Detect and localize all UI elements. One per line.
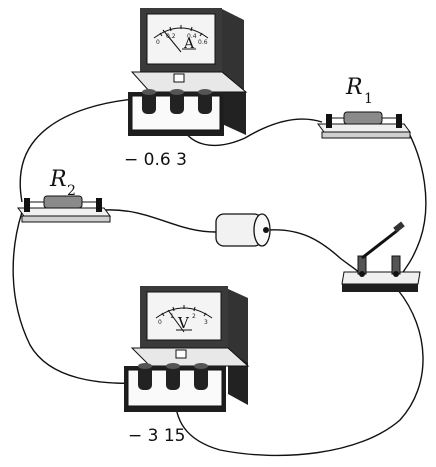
r1-label: R <box>345 75 363 100</box>
switch-blade <box>361 228 399 260</box>
ammeter-terminal-neg <box>142 89 156 114</box>
wire-ammeter-to-r2 <box>19 97 149 203</box>
ammeter-terminal-3 <box>198 89 212 114</box>
voltmeter-scale-0: 0 <box>158 319 162 326</box>
ammeter: 0 0.2 0.4 0.6 A − 0.6 3 <box>124 8 248 170</box>
battery <box>215 213 271 247</box>
r2-subscript: 2 <box>67 183 76 199</box>
ammeter-scale-3: 0.6 <box>198 39 208 46</box>
voltmeter-needle <box>167 309 185 333</box>
switch <box>341 221 421 292</box>
ammeter-needle <box>162 29 182 53</box>
voltmeter-terminal-3 <box>166 363 180 390</box>
voltmeter-symbol: V <box>177 314 190 332</box>
ammeter-scale-0: 0 <box>156 39 160 46</box>
resistor-r1: R 1 <box>317 75 411 139</box>
ammeter-scale-2: 0.4 <box>187 33 197 40</box>
wires <box>12 97 427 457</box>
ammeter-terminal-labels: − 0.6 3 <box>124 150 187 170</box>
wire-r1-to-switch <box>401 123 427 275</box>
wire-r2-to-voltmeter <box>12 211 146 385</box>
wire-battery-to-switch <box>267 229 363 277</box>
voltmeter: 0 1 2 3 V − 3 15 <box>124 286 250 446</box>
voltmeter-terminal-15 <box>194 363 208 390</box>
voltmeter-terminal-neg <box>138 363 152 390</box>
voltmeter-scale-1: 1 <box>170 313 174 320</box>
resistor-r2: R 2 <box>17 167 111 223</box>
ammeter-dial <box>146 13 216 65</box>
wire-r2-to-battery <box>104 209 217 233</box>
r1-subscript: 1 <box>364 91 373 107</box>
r2-label: R <box>49 167 67 192</box>
ammeter-terminal-0-6 <box>170 89 184 114</box>
wire-switch-to-voltmeter <box>174 289 424 457</box>
ammeter-symbol: A <box>183 36 195 52</box>
voltmeter-scale-3: 3 <box>204 319 208 326</box>
voltmeter-scale-2: 2 <box>192 313 196 320</box>
ammeter-scale-1: 0.2 <box>166 33 176 40</box>
wire-ammeter-to-r1 <box>177 117 323 147</box>
voltmeter-terminal-labels: − 3 15 <box>128 426 186 446</box>
